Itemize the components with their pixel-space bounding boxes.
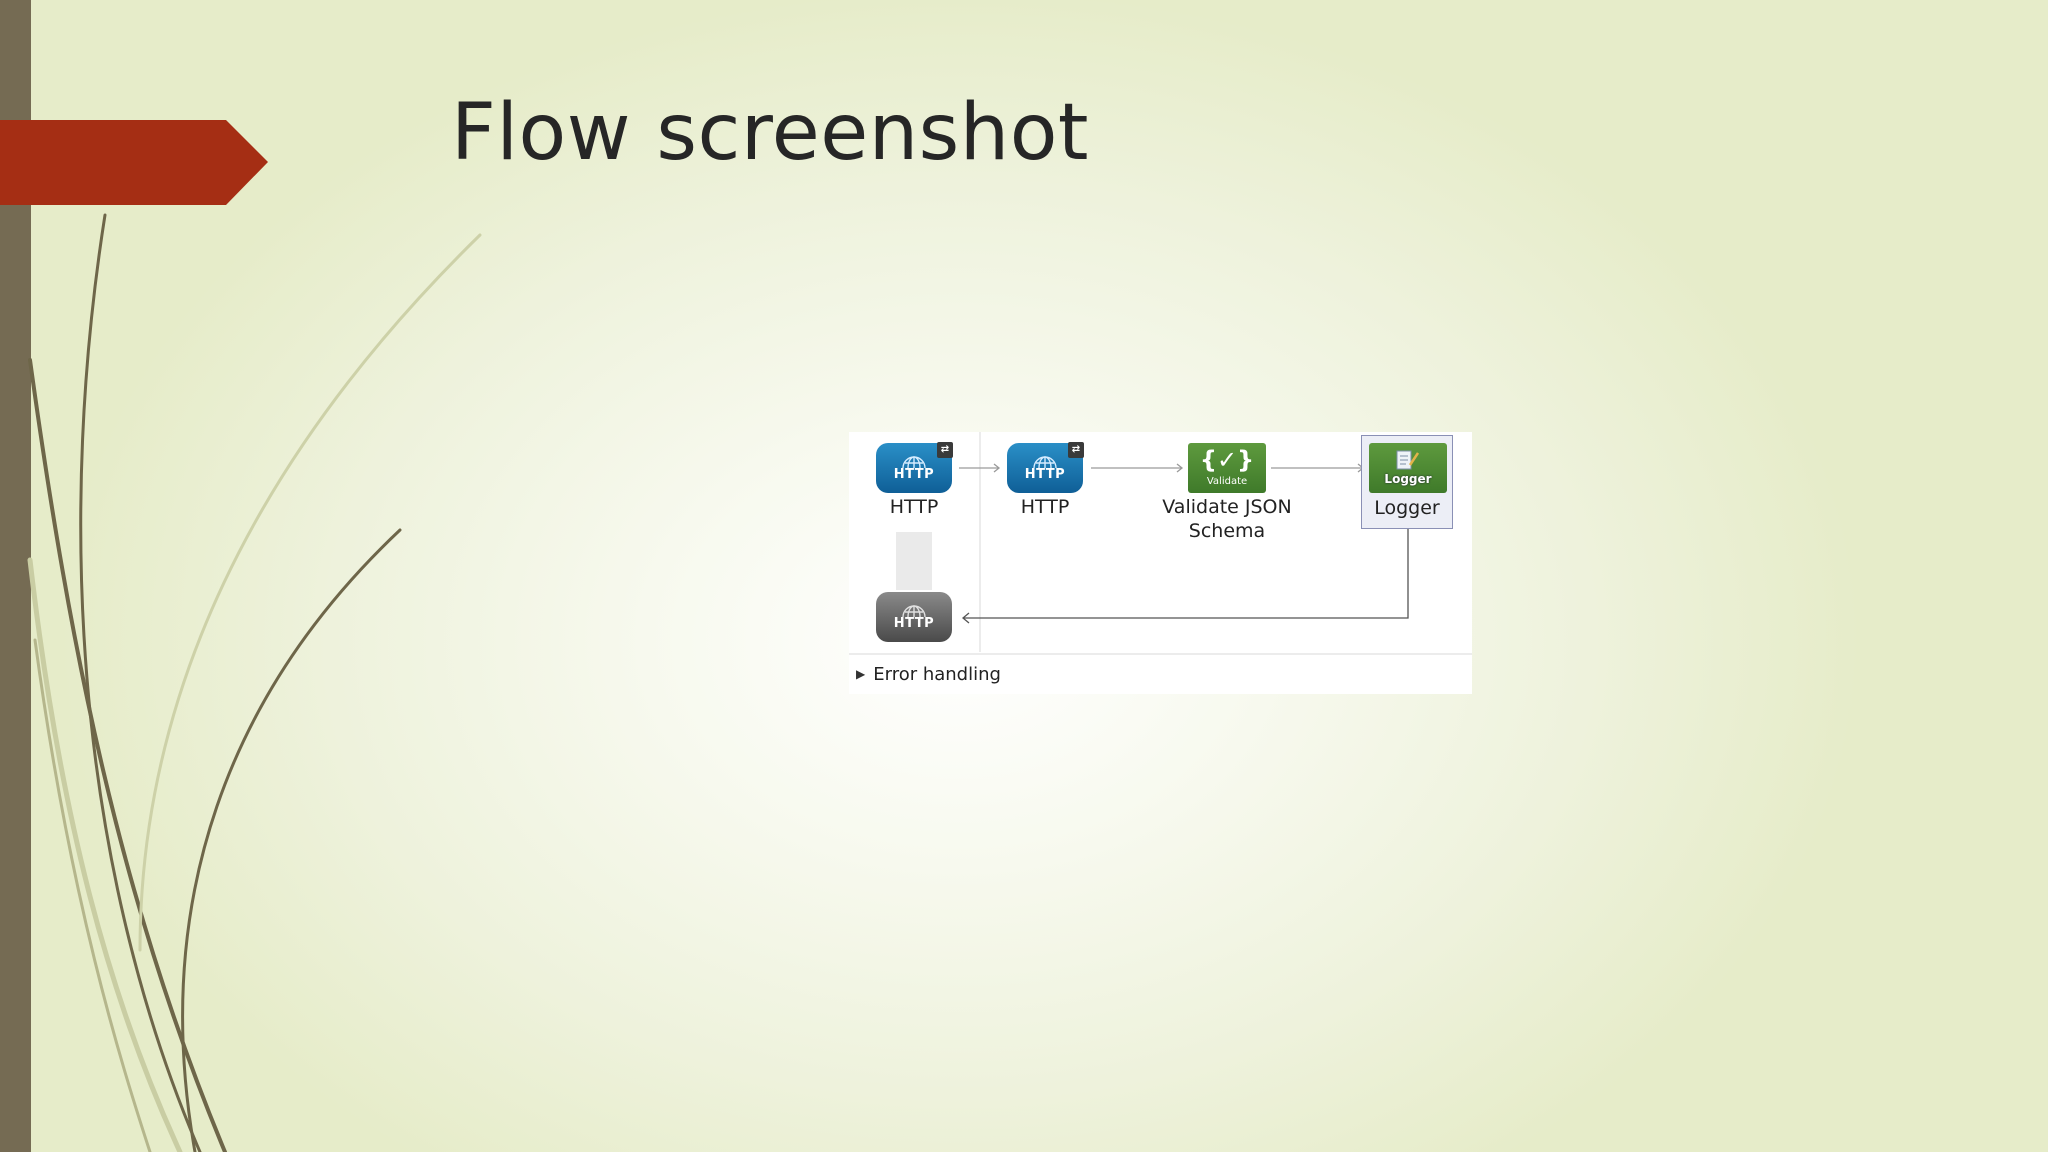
node-label-logger: Logger (1374, 497, 1440, 519)
validate-json-schema-node[interactable]: {✓} Validate (1188, 443, 1266, 493)
node-label-validate: Validate JSON Schema (1157, 495, 1297, 543)
http-caption: HTTP (893, 467, 935, 482)
title-accent-arrow (0, 120, 268, 205)
validate-icon: {✓} (1199, 446, 1255, 474)
node-label-http-1: HTTP (889, 496, 939, 518)
flow-screenshot: HTTP ⇄ HTTP HTTP ⇄ HTTP {✓} Validate V (849, 432, 1472, 694)
error-handling-toggle[interactable]: ▶ Error handling (856, 662, 1001, 686)
validate-caption: Validate (1206, 476, 1248, 487)
exchange-pattern-icon: ⇄ (1068, 442, 1084, 458)
logger-caption: Logger (1384, 472, 1432, 486)
logger-icon (1396, 450, 1419, 470)
http-response-node[interactable]: HTTP (876, 592, 952, 642)
error-handling-label: Error handling (873, 664, 1001, 685)
http-caption: HTTP (1024, 467, 1066, 482)
flow-connectors (849, 432, 1472, 655)
node-label-validate-line2: Schema (1188, 520, 1266, 542)
node-label-http-2: HTTP (1020, 496, 1070, 518)
http-listener-node[interactable]: HTTP ⇄ (876, 442, 953, 493)
logger-node[interactable]: Logger (1369, 443, 1447, 493)
http-globe-icon (1033, 456, 1057, 468)
triangle-right-icon: ▶ (856, 667, 866, 681)
http-caption: HTTP (893, 616, 935, 631)
slide-title: Flow screenshot (451, 88, 1090, 178)
node-label-validate-line1: Validate JSON (1162, 496, 1292, 518)
http-globe-icon (902, 456, 926, 468)
exchange-pattern-icon: ⇄ (937, 442, 953, 458)
http-request-node[interactable]: HTTP ⇄ (1007, 442, 1084, 493)
http-globe-icon (902, 605, 926, 617)
